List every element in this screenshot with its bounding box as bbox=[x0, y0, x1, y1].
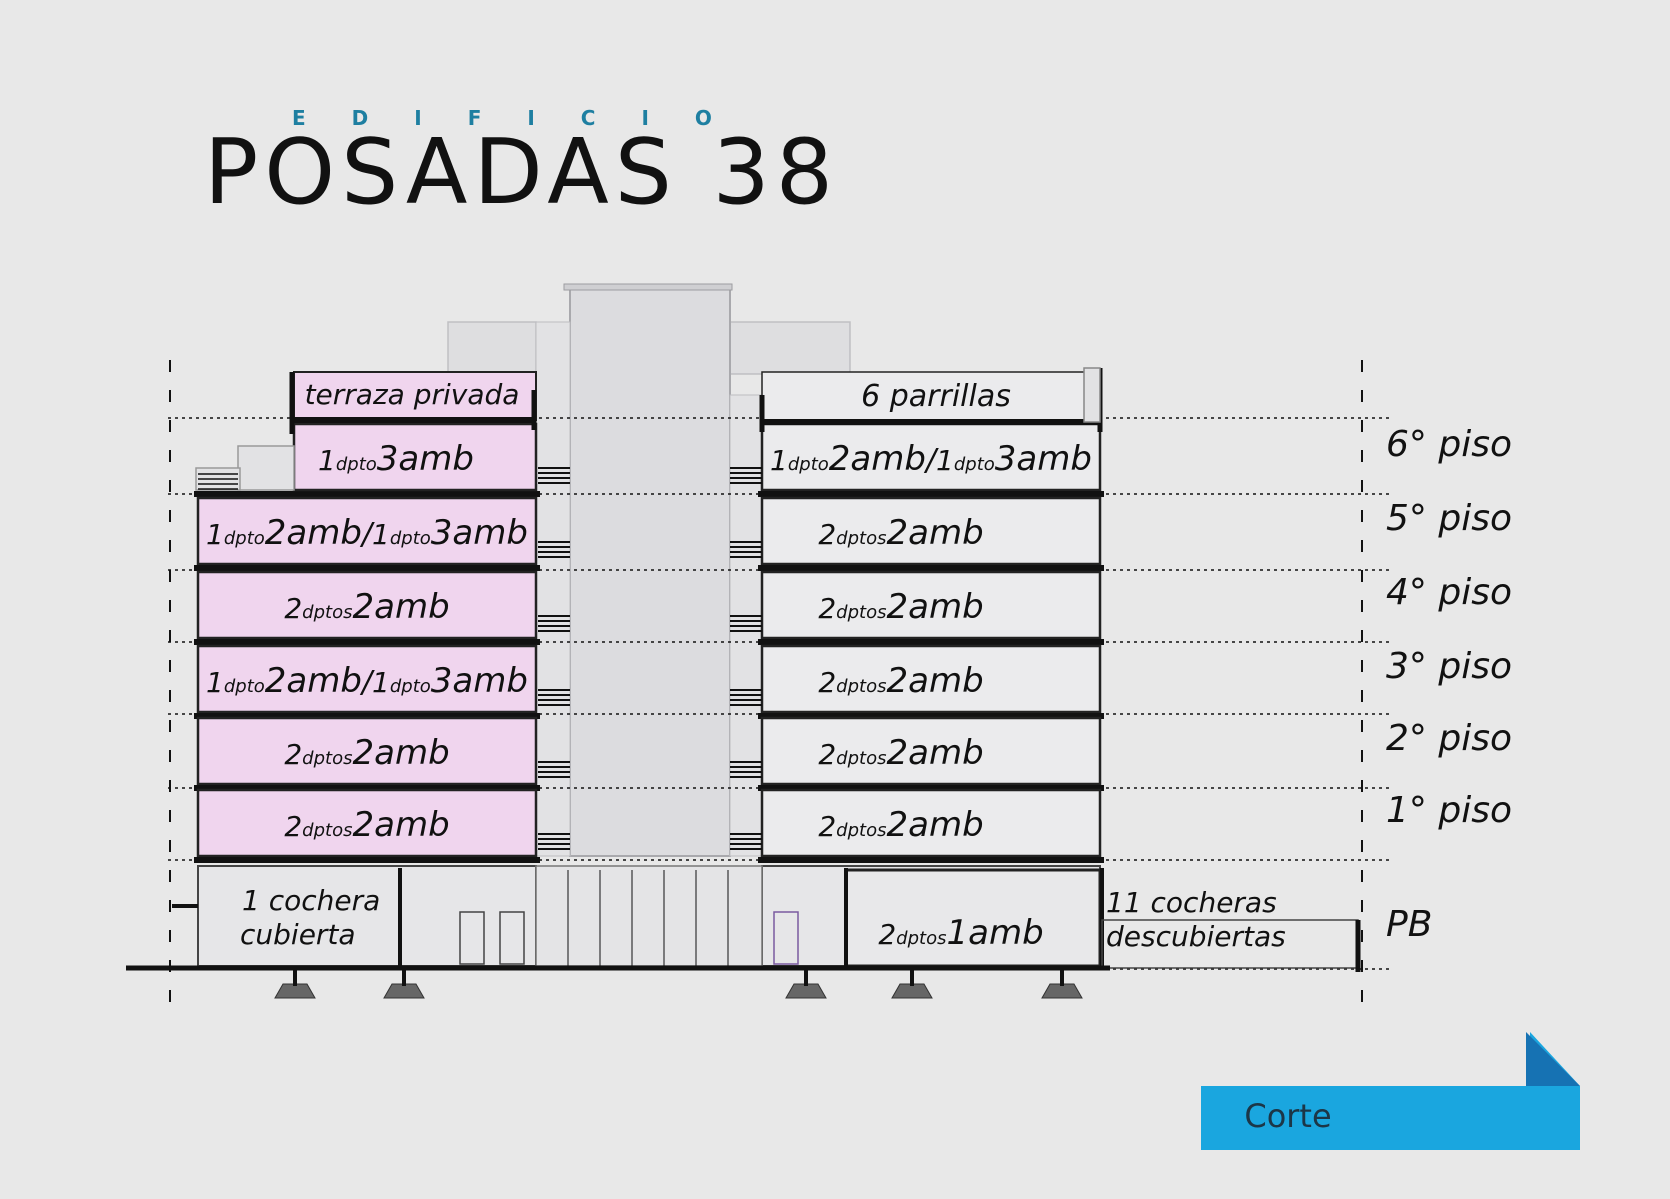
floor-right-label-0: 1dpto2amb/1dpto3amb bbox=[770, 439, 1092, 479]
footing-1 bbox=[383, 983, 425, 999]
footing-0 bbox=[274, 983, 316, 999]
floor-level-label-2: 4° piso bbox=[1386, 572, 1512, 613]
pb-level-label: PB bbox=[1386, 904, 1432, 945]
parrillas-chimney bbox=[1083, 367, 1101, 423]
floor-level-label-0: 6° piso bbox=[1386, 424, 1512, 465]
floor-right-unit-2 bbox=[760, 570, 1102, 640]
parrillas-label: 6 parrillas bbox=[861, 379, 1011, 414]
corte-badge-fold bbox=[1526, 1032, 1580, 1086]
floor-left-unit-4 bbox=[196, 716, 538, 786]
pb-center-unit bbox=[844, 868, 1102, 968]
floor-right-label-5: 2dptos2amb bbox=[818, 805, 983, 845]
floor-right-label-2: 2dptos2amb bbox=[818, 587, 983, 627]
floor-level-label-5: 1° piso bbox=[1386, 790, 1512, 831]
parrillas-area bbox=[761, 371, 1101, 421]
pb-right-garage-line-2: descubiertas bbox=[1106, 920, 1286, 953]
pb-right-garage-line-1: 11 cocheras bbox=[1106, 886, 1277, 919]
floor-left-label-5: 2dptos2amb bbox=[284, 805, 449, 845]
floor-left-unit-2 bbox=[196, 570, 538, 640]
pb-lobby bbox=[535, 865, 763, 967]
footing-4 bbox=[1041, 983, 1083, 999]
top-left-unit-label: 1dpto3amb bbox=[318, 439, 474, 479]
floor-level-label-4: 2° piso bbox=[1386, 718, 1512, 759]
pb-left-garage-line-1: 1 cochera bbox=[242, 884, 380, 917]
building-title: POSADAS 38 bbox=[204, 120, 840, 225]
floor-right-unit-4 bbox=[760, 716, 1102, 786]
floor-left-label-1: 1dpto2amb/1dpto3amb bbox=[206, 513, 528, 553]
corte-badge-label[interactable]: Corte bbox=[1244, 1097, 1332, 1135]
top-left-terrace-step bbox=[237, 445, 295, 491]
floor-right-unit-1 bbox=[760, 496, 1102, 566]
floor-level-label-1: 5° piso bbox=[1386, 498, 1512, 539]
pb-left-garage-line-2: cubierta bbox=[240, 918, 356, 951]
floor-left-unit-5 bbox=[196, 788, 538, 858]
floor-level-label-3: 3° piso bbox=[1386, 646, 1512, 687]
floor-right-unit-3 bbox=[760, 644, 1102, 714]
pb-door-1 bbox=[459, 911, 485, 965]
corte-badge-shape bbox=[1201, 1032, 1580, 1150]
stair-volume-right bbox=[727, 321, 851, 375]
pb-center-unit-label: 2dptos1amb bbox=[878, 913, 1043, 953]
corte-badge-body bbox=[1201, 1032, 1580, 1150]
floor-left-unit-1 bbox=[196, 496, 538, 566]
floor-left-unit-3 bbox=[196, 644, 538, 714]
pb-door-3 bbox=[773, 911, 799, 965]
building-eyebrow: EDIFICIO bbox=[292, 106, 758, 130]
elevator-core bbox=[569, 287, 731, 857]
floor-left-label-2: 2dptos2amb bbox=[284, 587, 449, 627]
footing-2 bbox=[785, 983, 827, 999]
elevator-core-cap bbox=[563, 283, 733, 291]
floor-left-label-4: 2dptos2amb bbox=[284, 733, 449, 773]
floor-right-label-4: 2dptos2amb bbox=[818, 733, 983, 773]
floor-right-label-1: 2dptos2amb bbox=[818, 513, 983, 553]
terraza-privada-area bbox=[293, 371, 537, 421]
floor-right-label-3: 2dptos2amb bbox=[818, 661, 983, 701]
pb-door-2 bbox=[499, 911, 525, 965]
terraza-privada-label: terraza privada bbox=[305, 378, 520, 411]
footing-3 bbox=[891, 983, 933, 999]
core-side-left bbox=[535, 321, 571, 857]
floor-left-label-3: 1dpto2amb/1dpto3amb bbox=[206, 661, 528, 701]
floor-right-unit-5 bbox=[760, 788, 1102, 858]
